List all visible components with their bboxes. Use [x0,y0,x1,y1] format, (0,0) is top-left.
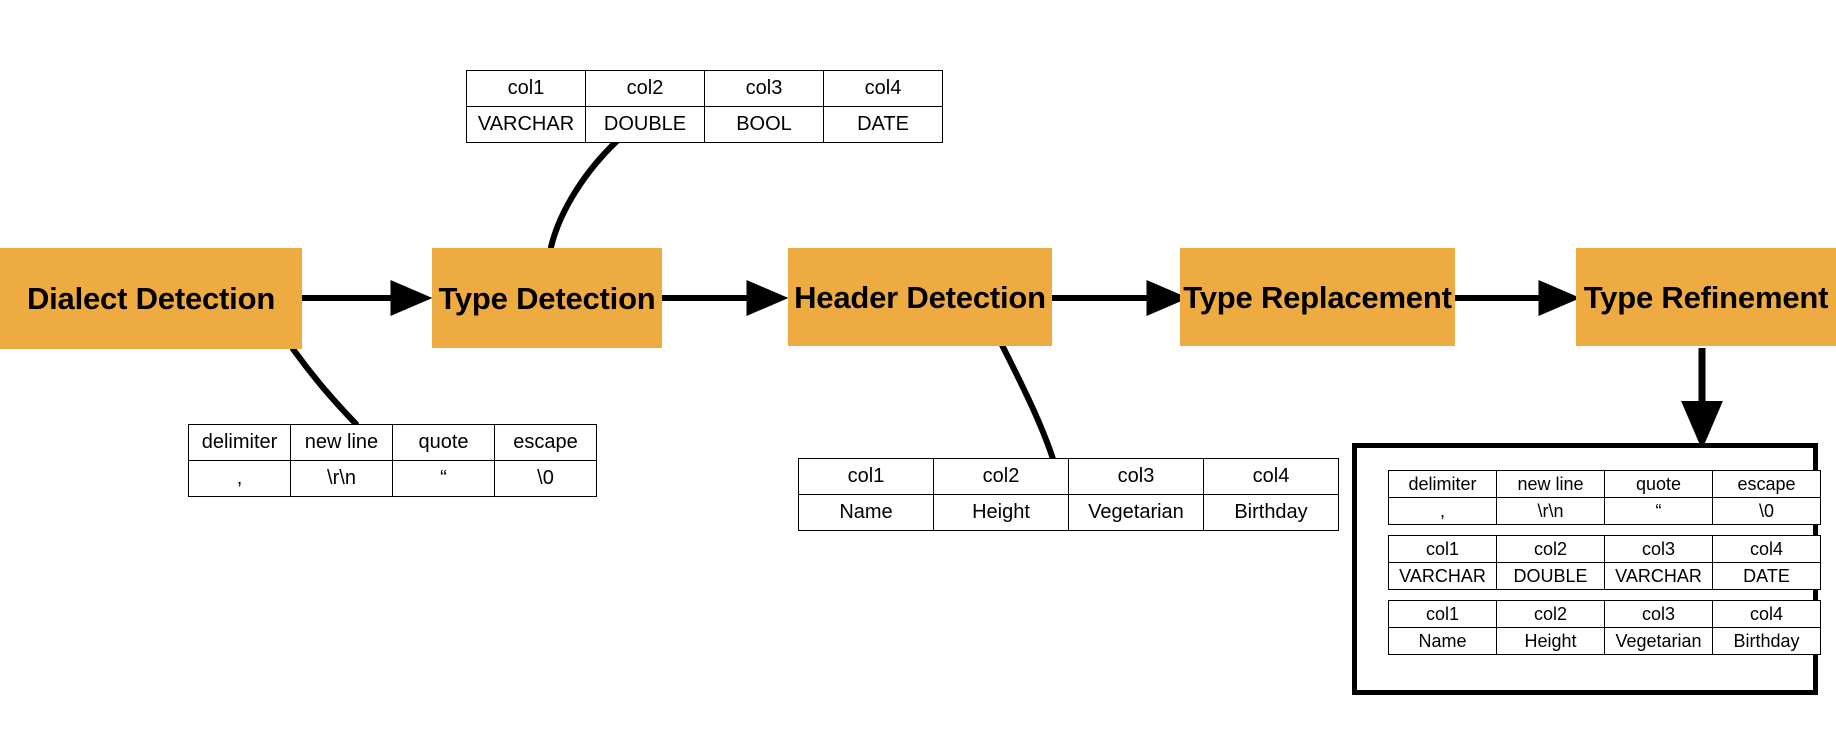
cell-header-quote: quote [1604,470,1713,498]
cell-header-col3: col3 [1068,458,1204,495]
table-row-values: , \r\n “ \0 [1388,497,1821,525]
cell-header-col4: col4 [1712,600,1821,628]
cell-header-new-line: new line [290,424,393,461]
stage-label-type-detection: Type Detection [438,280,656,316]
stage-label-dialect-detection: Dialect Detection [26,281,276,316]
cell-value-quote: “ [1604,497,1713,525]
cell-value-quote: “ [392,460,495,497]
cell-value-col1: VARCHAR [466,106,586,143]
curve-header-detection-to-header-table [999,342,1056,462]
cell-header-col1: col1 [466,70,586,107]
cell-value-col3: BOOL [704,106,824,143]
table-header-detection-output: col1 col2 col3 col4 Name Height Vegetari… [798,458,1339,531]
table-row-values: Name Height Vegetarian Birthday [798,494,1339,531]
stage-label-type-replacement: Type Replacement [1183,279,1452,315]
cell-header-col3: col3 [1604,600,1713,628]
cell-header-delimiter: delimiter [1388,470,1497,498]
table-row-header: col1 col2 col3 col4 [466,70,943,107]
cell-header-col2: col2 [585,70,705,107]
cell-value-delimiter: , [1388,497,1497,525]
cell-header-quote: quote [392,424,495,461]
cell-header-col2: col2 [933,458,1069,495]
table-row-values: , \r\n “ \0 [188,460,597,497]
stage-dialect-detection[interactable]: Dialect Detection [0,248,302,349]
cell-value-new-line: \r\n [290,460,393,497]
table-row-values: Name Height Vegetarian Birthday [1388,627,1821,655]
cell-value-col4: DATE [1712,562,1821,590]
table-row-values: VARCHAR DOUBLE BOOL DATE [466,106,943,143]
stage-label-type-refinement: Type Refinement [1583,279,1829,315]
cell-header-col4: col4 [1712,535,1821,563]
cell-header-col4: col4 [1203,458,1339,495]
table-row-header: col1 col2 col3 col4 [798,458,1339,495]
cell-header-col3: col3 [704,70,824,107]
curve-dialect-detection-to-dialect-table [290,346,359,427]
cell-header-escape: escape [494,424,597,461]
cell-value-col2: DOUBLE [585,106,705,143]
table-row-values: VARCHAR DOUBLE VARCHAR DATE [1388,562,1821,590]
cell-header-col1: col1 [1388,535,1497,563]
cell-header-col1: col1 [1388,600,1497,628]
cell-header-col3: col3 [1604,535,1713,563]
cell-value-col4: Birthday [1712,627,1821,655]
cell-value-col2: Height [1496,627,1605,655]
stage-label-header-detection: Header Detection [794,279,1046,315]
stage-type-detection[interactable]: Type Detection [432,248,662,348]
cell-header-col2: col2 [1496,600,1605,628]
table-row-header: delimiter new line quote escape [1388,470,1821,498]
cell-value-col3: VARCHAR [1604,562,1713,590]
cell-value-delimiter: , [188,460,291,497]
table-row-header: delimiter new line quote escape [188,424,597,461]
cell-value-escape: \0 [494,460,597,497]
cell-value-col4: Birthday [1203,494,1339,531]
stage-type-replacement[interactable]: Type Replacement [1180,248,1455,346]
table-row-header: col1 col2 col3 col4 [1388,600,1821,628]
cell-value-escape: \0 [1712,497,1821,525]
cell-header-new-line: new line [1496,470,1605,498]
table-dialect-detection-output: delimiter new line quote escape , \r\n “… [188,424,597,497]
curve-type-detection-to-type-table [548,137,621,250]
cell-value-new-line: \r\n [1496,497,1605,525]
table-result-types: col1 col2 col3 col4 VARCHAR DOUBLE VARCH… [1388,535,1821,590]
cell-value-col1: VARCHAR [1388,562,1497,590]
cell-value-col1: Name [1388,627,1497,655]
cell-value-col2: DOUBLE [1496,562,1605,590]
table-result-headers: col1 col2 col3 col4 Name Height Vegetari… [1388,600,1821,655]
table-type-detection-output: col1 col2 col3 col4 VARCHAR DOUBLE BOOL … [466,70,943,143]
cell-value-col1: Name [798,494,934,531]
table-row-header: col1 col2 col3 col4 [1388,535,1821,563]
cell-header-escape: escape [1712,470,1821,498]
stage-header-detection[interactable]: Header Detection [788,248,1052,346]
table-result-dialect: delimiter new line quote escape , \r\n “… [1388,470,1821,525]
cell-value-col3: Vegetarian [1604,627,1713,655]
cell-header-col4: col4 [823,70,943,107]
stage-type-refinement[interactable]: Type Refinement [1576,248,1836,346]
cell-value-col3: Vegetarian [1068,494,1204,531]
cell-header-col2: col2 [1496,535,1605,563]
cell-value-col2: Height [933,494,1069,531]
cell-header-col1: col1 [798,458,934,495]
cell-value-col4: DATE [823,106,943,143]
cell-header-delimiter: delimiter [188,424,291,461]
